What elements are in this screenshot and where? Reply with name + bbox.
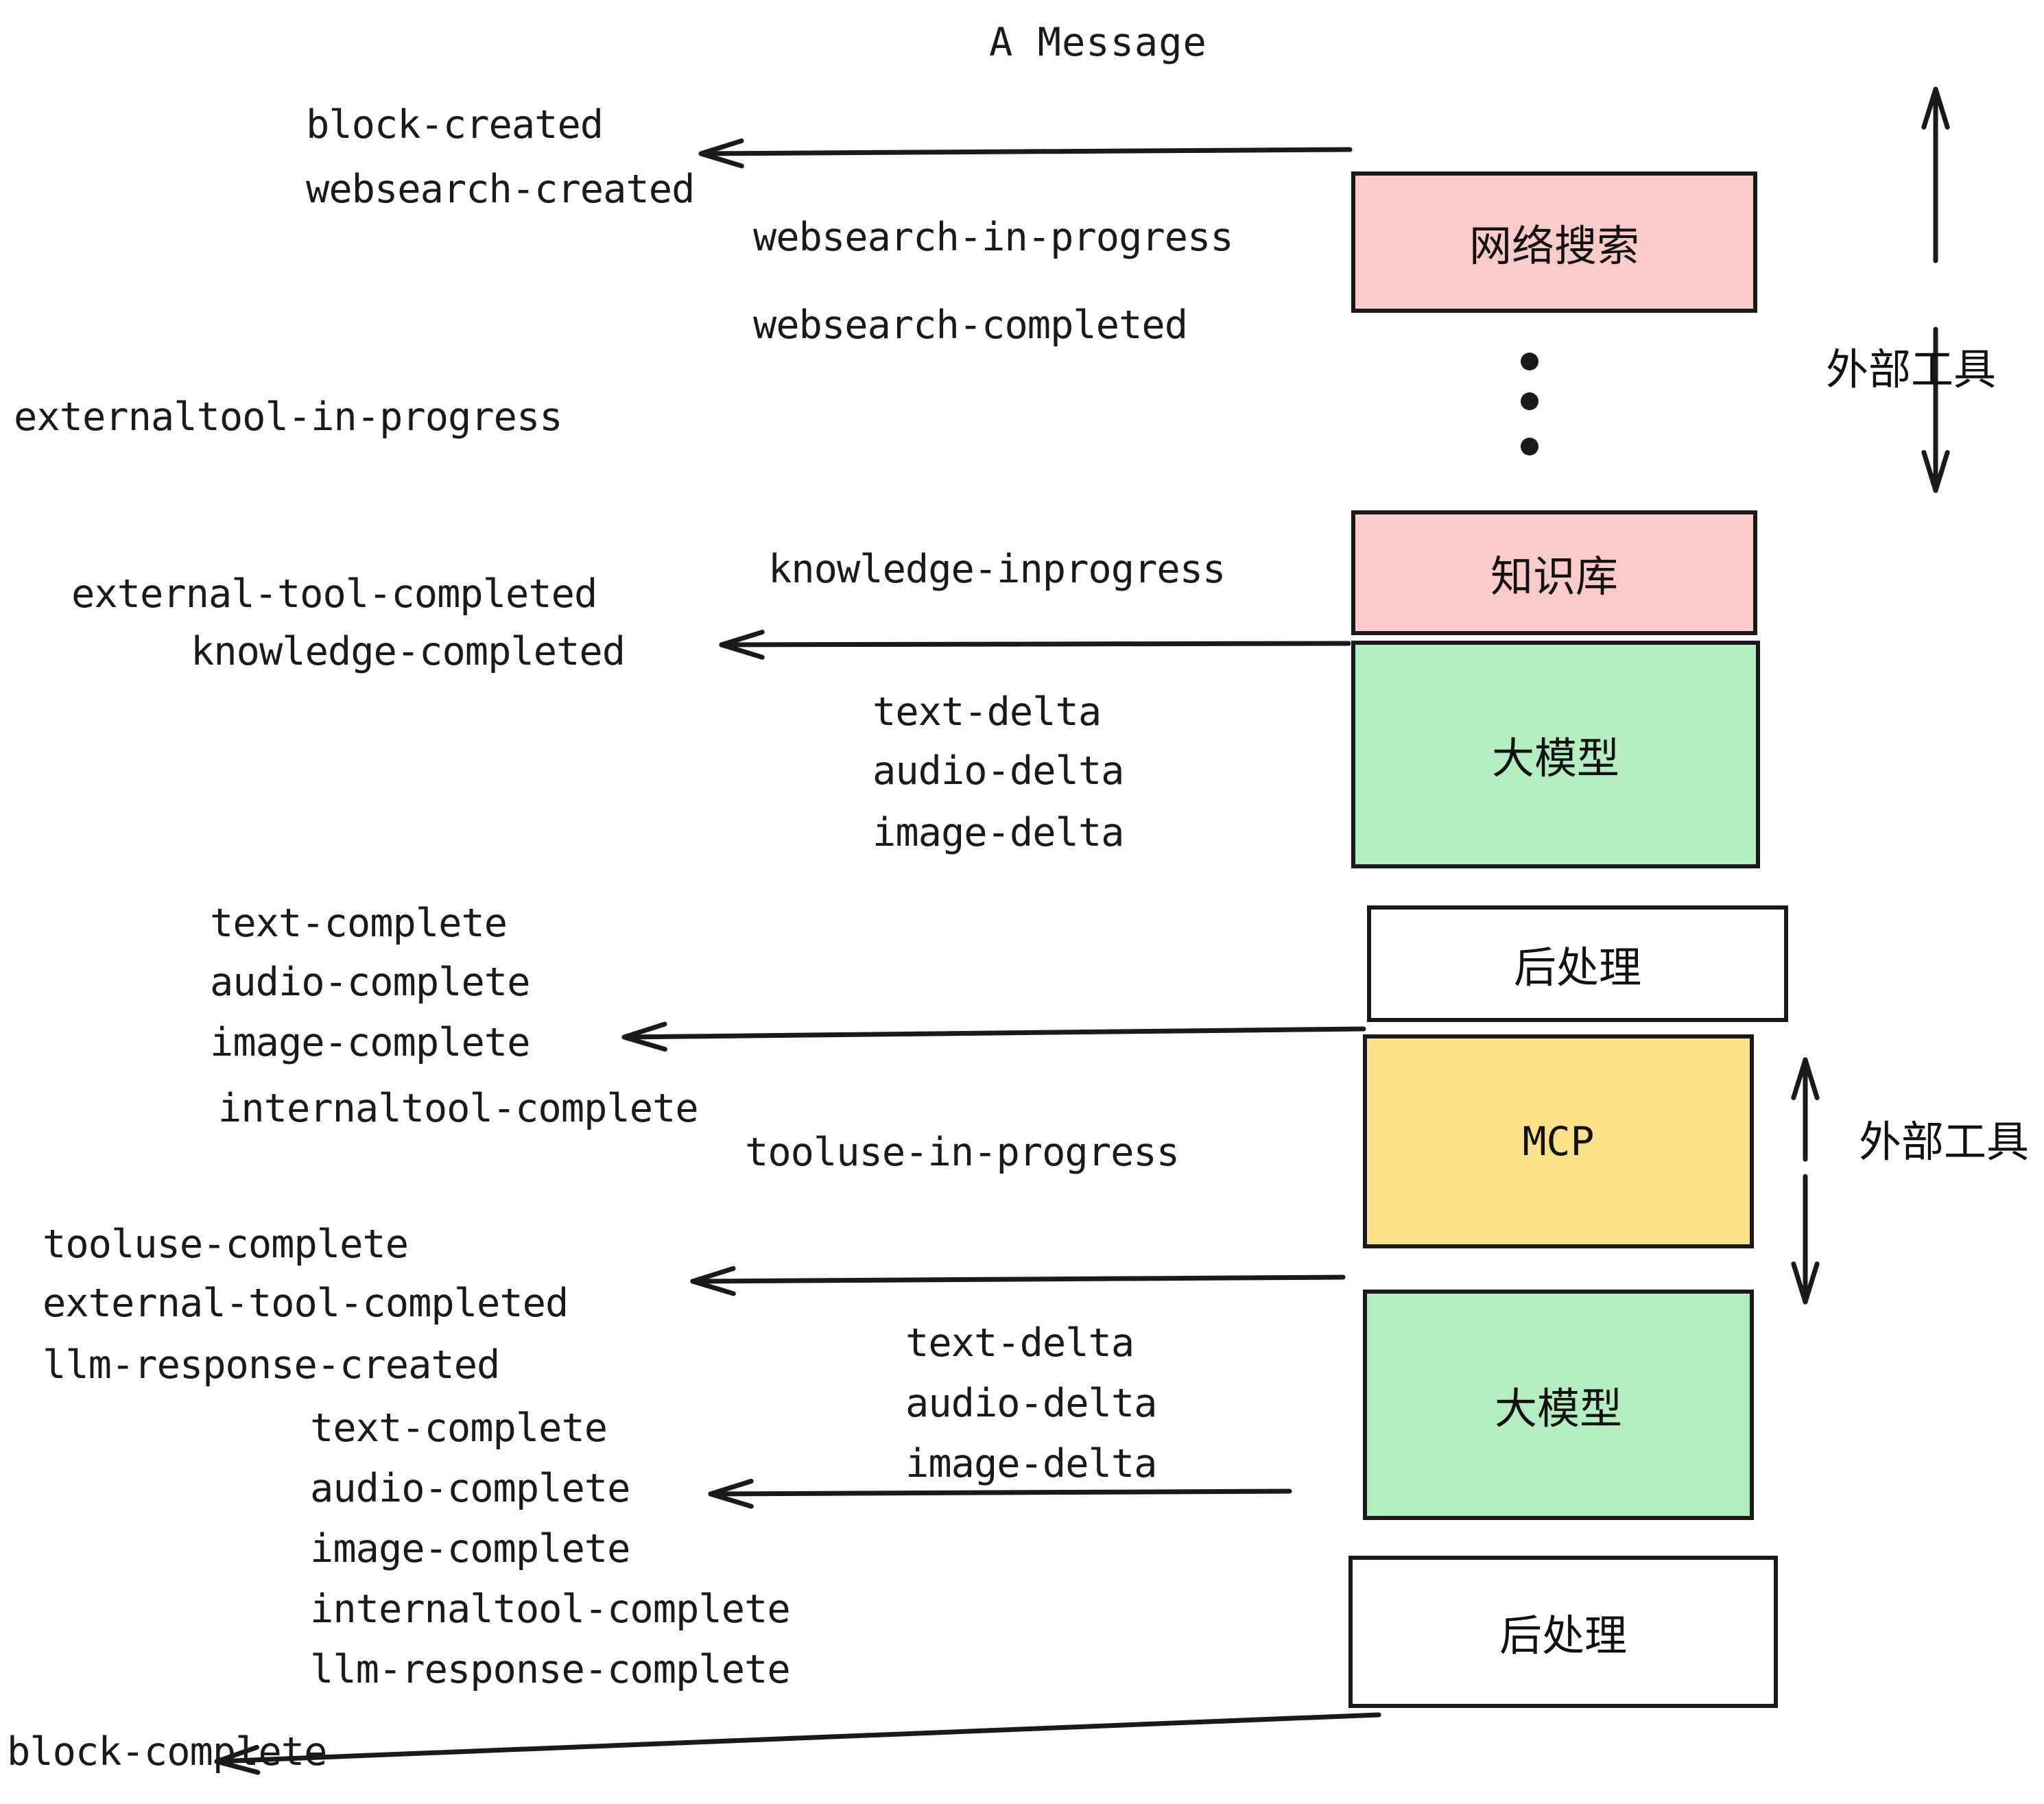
side-arrow-ext-down-top bbox=[1921, 327, 1950, 493]
flow-arrow-arrow-knowledge-completed bbox=[719, 630, 1351, 660]
flow-arrow-arrow-block-created bbox=[698, 138, 1353, 169]
side-arrow-ext-up-bottom bbox=[1791, 1057, 1820, 1162]
event-label-block-created: block-created bbox=[306, 102, 604, 147]
event-label-tooluse-complete: tooluse-complete bbox=[43, 1222, 409, 1267]
event-label-external-tool-completed-2: external-tool-completed bbox=[43, 1281, 569, 1326]
flow-arrow-arrow-block-complete bbox=[214, 1712, 1381, 1775]
event-label-image-delta-1: image-delta bbox=[872, 810, 1124, 855]
side-label-external-tools-top: 外部工具 bbox=[1826, 344, 1997, 394]
event-label-audio-complete-2: audio-complete bbox=[310, 1466, 630, 1511]
event-label-text-delta-1: text-delta bbox=[872, 689, 1102, 735]
side-arrow-ext-up-top bbox=[1921, 86, 1950, 263]
event-label-audio-delta-2: audio-delta bbox=[905, 1381, 1157, 1426]
event-label-image-complete-1: image-complete bbox=[210, 1020, 530, 1065]
event-label-llm-response-complete: llm-response-complete bbox=[310, 1647, 791, 1692]
node-postproc-2: 后处理 bbox=[1348, 1556, 1778, 1708]
event-label-image-delta-2: image-delta bbox=[905, 1441, 1157, 1486]
event-label-audio-complete-1: audio-complete bbox=[210, 960, 530, 1005]
flow-arrow-arrow-audio-complete bbox=[708, 1478, 1292, 1509]
event-label-websearch-created: websearch-created bbox=[306, 167, 695, 212]
event-label-websearch-in-progress: websearch-in-progress bbox=[753, 215, 1234, 260]
event-label-external-tool-completed-1: external-tool-completed bbox=[71, 571, 597, 617]
node-websearch: 网络搜索 bbox=[1351, 171, 1757, 313]
event-label-knowledge-inprogress: knowledge-inprogress bbox=[768, 547, 1226, 592]
event-label-audio-delta-1: audio-delta bbox=[872, 748, 1124, 794]
node-llm-1: 大模型 bbox=[1351, 641, 1760, 868]
side-label-external-tools-bottom: 外部工具 bbox=[1859, 1117, 2030, 1167]
node-postproc-1: 后处理 bbox=[1367, 905, 1788, 1022]
event-label-externaltool-in-progress: externaltool-in-progress bbox=[14, 394, 563, 440]
event-label-internaltool-complete-2: internaltool-complete bbox=[310, 1587, 791, 1632]
event-label-text-delta-2: text-delta bbox=[905, 1320, 1134, 1366]
flow-arrow-arrow-tooluse-complete bbox=[690, 1266, 1346, 1296]
node-knowledge: 知识库 bbox=[1351, 510, 1757, 635]
side-arrow-ext-down-bottom bbox=[1791, 1174, 1820, 1305]
event-label-image-complete-2: image-complete bbox=[310, 1526, 630, 1571]
event-label-text-complete-1: text-complete bbox=[210, 901, 508, 946]
event-label-llm-response-created: llm-response-created bbox=[43, 1342, 500, 1388]
node-mcp: MCP bbox=[1363, 1034, 1754, 1248]
event-label-block-complete: block-complete bbox=[7, 1729, 327, 1775]
event-label-knowledge-completed: knowledge-completed bbox=[191, 629, 626, 674]
event-label-tooluse-in-progress: tooluse-in-progress bbox=[745, 1130, 1180, 1175]
event-label-websearch-completed: websearch-completed bbox=[753, 302, 1188, 348]
node-llm-2: 大模型 bbox=[1363, 1290, 1754, 1520]
flow-arrow-arrow-image-complete bbox=[621, 1021, 1366, 1052]
event-label-internaltool-complete-1: internaltool-complete bbox=[218, 1086, 699, 1131]
event-label-text-complete-2: text-complete bbox=[310, 1405, 608, 1451]
ellipsis-dots bbox=[1521, 353, 1538, 455]
diagram-title: A Message bbox=[989, 20, 1207, 65]
